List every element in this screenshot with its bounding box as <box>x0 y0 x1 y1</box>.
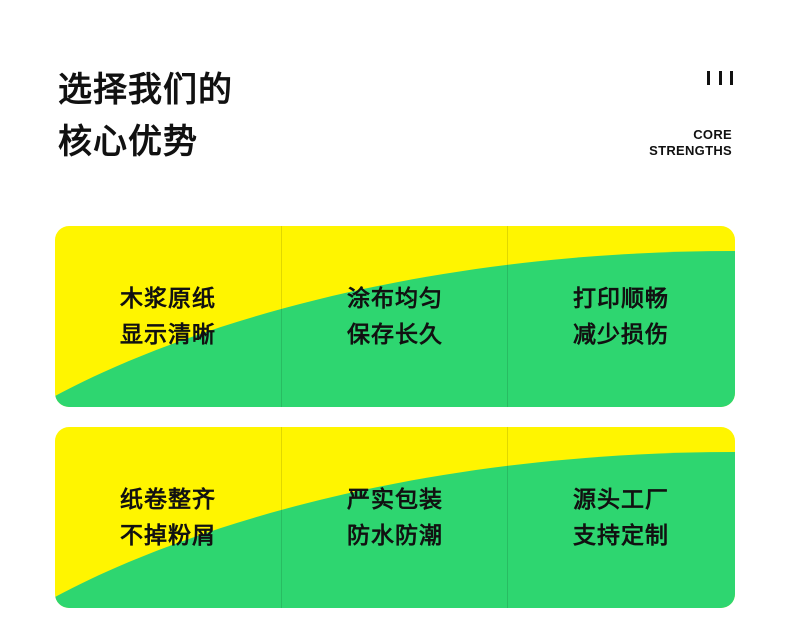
feature-title: 木浆原纸 <box>120 285 216 312</box>
feature-card-1: 木浆原纸 显示清晰 涂布均匀 保存长久 打印顺畅 减少损伤 <box>55 226 735 407</box>
heading-line-1: 选择我们的 <box>58 70 233 110</box>
feature-card-2: 纸卷整齐 不掉粉屑 严实包装 防水防潮 源头工厂 支持定制 <box>55 427 735 608</box>
feature-item: 严实包装 防水防潮 <box>282 427 508 608</box>
page-heading: 选择我们的 核心优势 <box>58 64 233 168</box>
feature-item: 打印顺畅 减少损伤 <box>508 226 734 407</box>
bar-mark <box>730 71 733 85</box>
feature-item: 纸卷整齐 不掉粉屑 <box>55 427 281 608</box>
feature-title: 源头工厂 <box>573 486 669 513</box>
feature-subtitle: 显示清晰 <box>120 321 216 348</box>
green-wave-shape <box>55 452 735 608</box>
feature-subtitle: 防水防潮 <box>347 522 443 549</box>
green-wave-shape <box>55 251 735 407</box>
feature-subtitle: 支持定制 <box>573 522 669 549</box>
english-subtitle: CORE STRENGTHS <box>649 127 732 159</box>
feature-item: 木浆原纸 显示清晰 <box>55 226 281 407</box>
feature-item: 源头工厂 支持定制 <box>508 427 734 608</box>
feature-subtitle: 保存长久 <box>347 321 443 348</box>
column-divider <box>281 226 282 407</box>
english-subtitle-line-1: CORE <box>693 127 732 142</box>
heading-line-2: 核心优势 <box>58 122 198 162</box>
feature-title: 涂布均匀 <box>347 285 443 312</box>
feature-subtitle: 不掉粉屑 <box>120 522 216 549</box>
feature-title: 打印顺畅 <box>573 285 669 312</box>
bar-mark <box>707 71 710 85</box>
feature-item: 涂布均匀 保存长久 <box>282 226 508 407</box>
feature-subtitle: 减少损伤 <box>573 321 669 348</box>
column-divider <box>507 226 508 407</box>
feature-title: 纸卷整齐 <box>120 486 216 513</box>
vertical-bars-icon <box>707 71 733 85</box>
english-subtitle-line-2: STRENGTHS <box>649 143 732 158</box>
bar-mark <box>718 71 722 85</box>
column-divider <box>507 427 508 608</box>
feature-title: 严实包装 <box>347 486 443 513</box>
column-divider <box>281 427 282 608</box>
